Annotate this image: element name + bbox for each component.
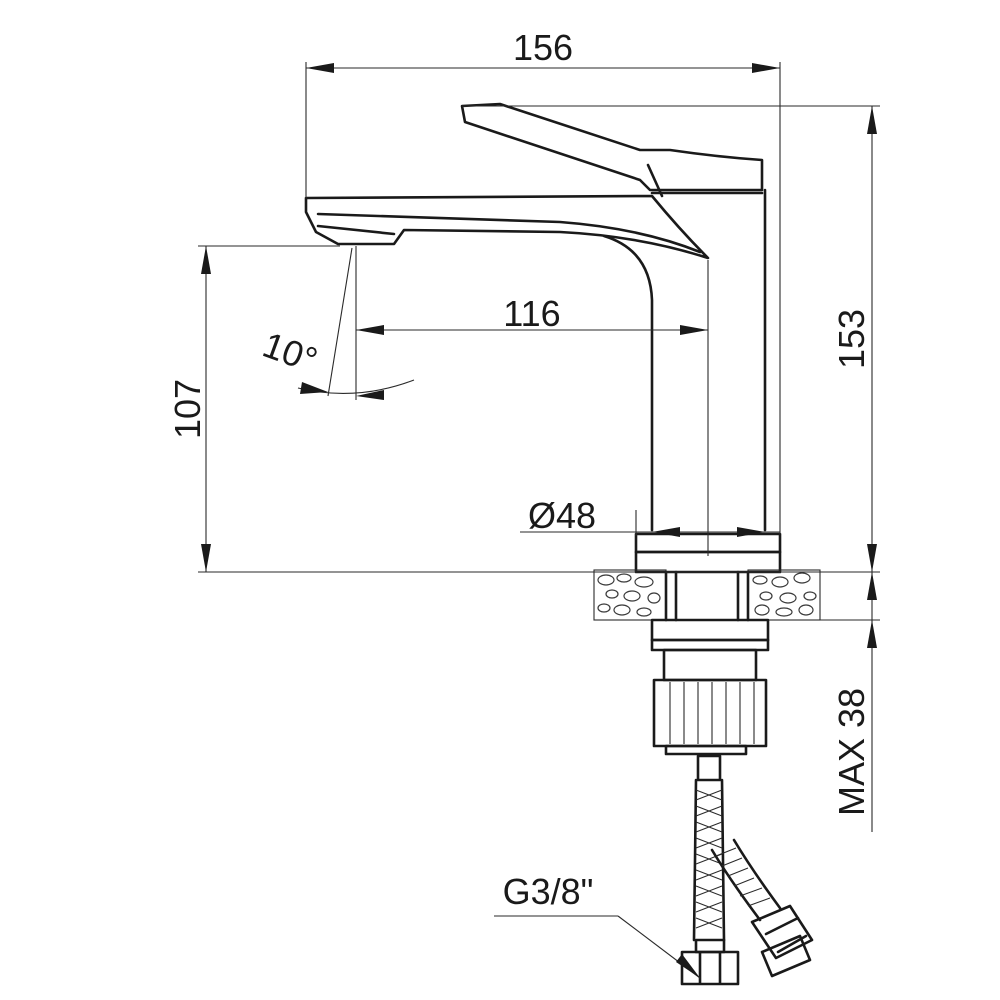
dim-spout-reach-label: 116	[503, 293, 560, 334]
dim-spout-angle-label: 10°	[258, 324, 323, 381]
dim-outlet-height: 107	[167, 245, 340, 572]
dim-overall-height: 153	[462, 105, 880, 572]
supply-hoses	[680, 754, 814, 986]
washer	[650, 618, 770, 642]
body-front-edge	[602, 234, 654, 532]
dim-max-deck-thickness: MAX 38	[831, 572, 877, 832]
dim-body-diameter: Ø48	[520, 495, 780, 537]
dim-connection-thread-label: G3/8"	[503, 871, 594, 912]
hose-straight	[692, 778, 726, 942]
fitting-straight-neck	[694, 938, 726, 954]
dim-outlet-height-label: 107	[167, 379, 208, 439]
hose-straight-braid	[695, 789, 723, 929]
shank	[664, 570, 750, 622]
fitting-straight-nut	[680, 950, 740, 986]
deck-section	[593, 569, 821, 622]
mounting-nut	[652, 678, 768, 748]
dim-overall-width-label: 156	[513, 27, 573, 68]
nut-knurling	[669, 682, 755, 744]
spout	[304, 194, 710, 260]
fitting-curved-end	[760, 934, 812, 978]
aerator	[316, 224, 396, 236]
threaded-rod	[662, 648, 758, 682]
handle-lever	[460, 102, 764, 192]
dim-max-deck-thickness-label: MAX 38	[831, 688, 872, 816]
spout-inner-line	[316, 212, 702, 254]
dim-spout-angle: 10°	[258, 247, 415, 400]
stone-texture	[597, 572, 817, 617]
hose-curved-braid	[715, 847, 771, 907]
washer-lower	[650, 638, 770, 652]
dim-overall-width: 156	[305, 27, 781, 534]
mounting-hardware	[650, 618, 770, 756]
fitting-curved-nut	[750, 904, 814, 960]
dim-connection-thread: G3/8"	[494, 871, 701, 979]
dim-body-diameter-label: Ø48	[528, 495, 596, 536]
nut-base	[664, 744, 748, 756]
dim-overall-height-label: 153	[831, 309, 872, 369]
handle-underside	[646, 163, 664, 198]
hose-fitting-top	[696, 754, 722, 782]
dim-spout-reach: 116	[355, 246, 709, 556]
hose-curved	[710, 838, 782, 922]
